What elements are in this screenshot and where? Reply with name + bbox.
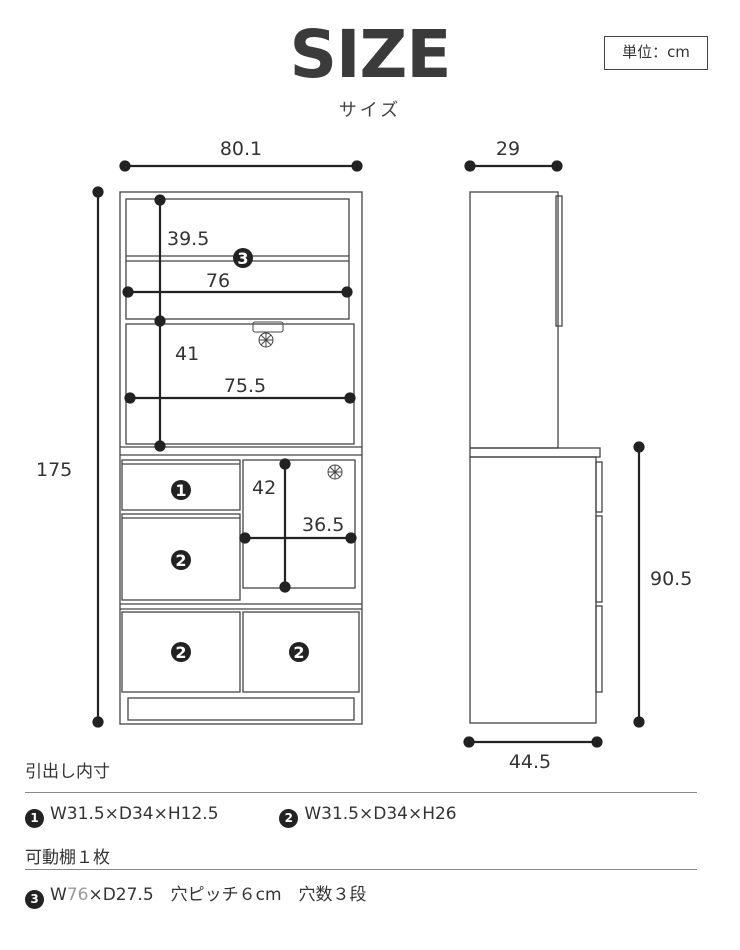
drawer-large-bottom-left — [121, 611, 241, 693]
dim-front-height: 175 — [36, 459, 72, 481]
drawer-spec-row: 1 W31.5×D34×H12.5 2 W31.5×D34×H26 — [25, 804, 457, 828]
drawer-small — [121, 459, 241, 511]
side-upper-outline — [469, 191, 559, 449]
marker-drawer-small: 1 — [171, 480, 191, 500]
marker-drawer-large: 2 — [171, 550, 191, 570]
upper-hutch-outline — [125, 198, 350, 320]
drawer-large-left-top — [121, 513, 241, 601]
plinth — [127, 697, 355, 721]
page-title: SIZE — [289, 16, 451, 93]
dim-door-height: 42 — [252, 477, 276, 499]
dim-middle-height: 41 — [175, 343, 199, 365]
drawer2-spec: W31.5×D34×H26 — [304, 804, 457, 824]
shelf-spec-prefix: W — [50, 885, 67, 905]
dim-side-bottom-depth: 44.5 — [509, 751, 551, 773]
marker-drawer-large: 2 — [289, 642, 309, 662]
door-compartment — [242, 459, 356, 589]
marker-drawer-large: 2 — [279, 809, 299, 828]
side-counter — [469, 447, 601, 458]
marker-shelf: 3 — [25, 890, 44, 909]
side-drawer-2 — [595, 515, 603, 603]
divider — [25, 869, 697, 870]
dim-side-top-depth: 29 — [496, 138, 520, 160]
middle-compartment — [125, 323, 355, 445]
dim-upper-shelf-width: 76 — [206, 270, 230, 292]
side-drawer-1 — [595, 461, 603, 513]
front-cabinet-outline — [119, 191, 363, 725]
marker-drawer-large: 2 — [171, 642, 191, 662]
unit-label: 単位：cm — [604, 36, 708, 70]
svg-text:3: 3 — [237, 249, 248, 268]
dim-middle-width: 75.5 — [224, 375, 266, 397]
side-lower-outline — [469, 456, 597, 724]
movable-shelf-heading: 可動棚１枚 — [25, 848, 110, 868]
svg-text:2: 2 — [175, 643, 186, 662]
drawer-dimensions-heading: 引出し内寸 — [25, 762, 110, 782]
drawer-large-bottom-right — [242, 611, 360, 693]
dim-front-width: 80.1 — [220, 138, 262, 160]
drawer1-spec: W31.5×D34×H12.5 — [50, 804, 219, 824]
shelf-spec-width: 76 — [66, 885, 89, 905]
page-subtitle: サイズ — [338, 100, 402, 121]
divider — [25, 792, 697, 793]
side-drawer-3 — [595, 605, 603, 693]
dim-side-lower-height: 90.5 — [650, 568, 692, 590]
marker-shelf: 3 — [233, 248, 253, 268]
svg-text:2: 2 — [175, 551, 186, 570]
svg-text:2: 2 — [293, 643, 304, 662]
marker-drawer-small: 1 — [25, 809, 44, 828]
side-upper-door-edge — [555, 195, 563, 327]
dim-door-width: 36.5 — [302, 514, 344, 536]
dim-upper-shelf-height: 39.5 — [167, 228, 209, 250]
shelf-spec-rest: ×D27.5 穴ピッチ６cm 穴数３段 — [88, 885, 367, 905]
lock-plate-icon — [252, 321, 284, 333]
svg-text:1: 1 — [175, 481, 186, 500]
